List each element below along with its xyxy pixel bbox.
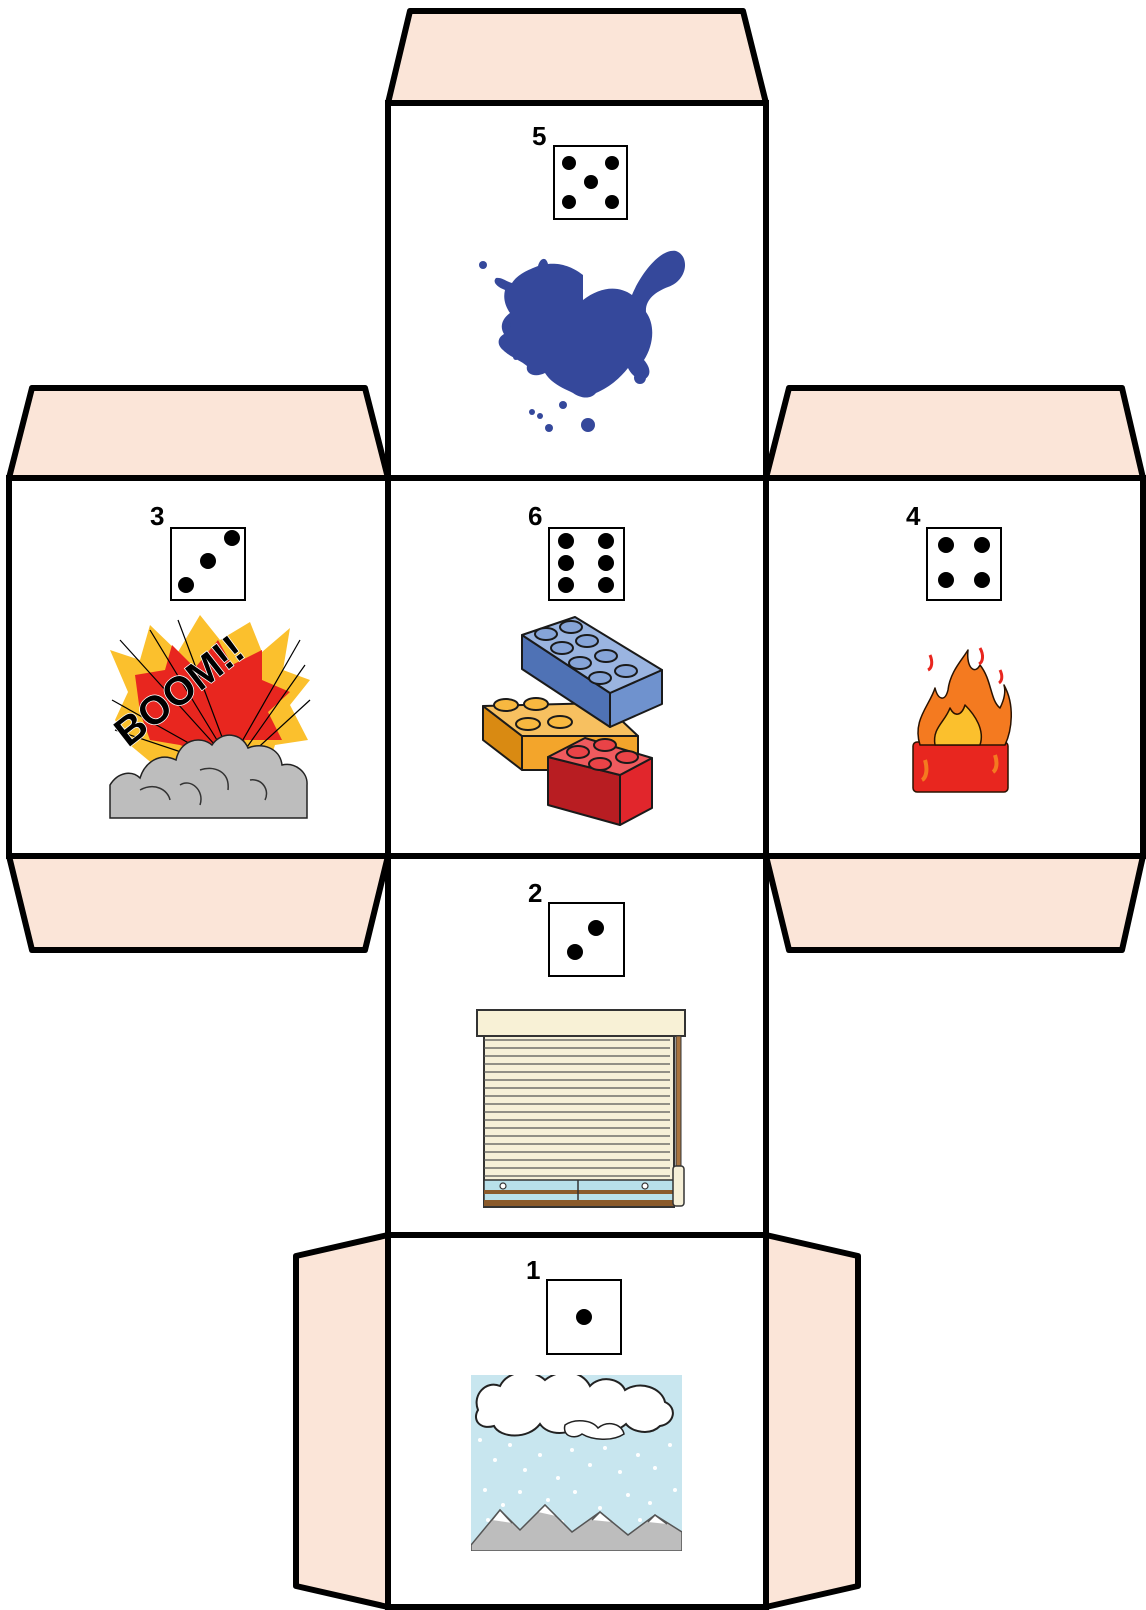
dice-pip-box <box>927 528 1001 600</box>
face-number: 3 <box>150 501 164 531</box>
face-number: 1 <box>526 1255 540 1285</box>
face-number: 2 <box>528 878 542 908</box>
face-number: 4 <box>906 501 921 531</box>
flap-left-bottom <box>9 856 388 950</box>
flap-right-top <box>766 388 1143 478</box>
face-number: 6 <box>528 501 542 531</box>
flap-left-top <box>9 388 388 478</box>
flap-bottom-right <box>766 1235 858 1607</box>
dice-pip-box <box>549 903 624 976</box>
snowy-mountains-icon <box>471 1372 682 1551</box>
window-blind-icon <box>477 1010 685 1207</box>
flap-top <box>388 11 766 103</box>
dice-pip <box>576 1309 592 1325</box>
flap-bottom-left <box>296 1235 388 1607</box>
face-number: 5 <box>532 121 546 151</box>
flap-right-bottom <box>766 856 1143 950</box>
